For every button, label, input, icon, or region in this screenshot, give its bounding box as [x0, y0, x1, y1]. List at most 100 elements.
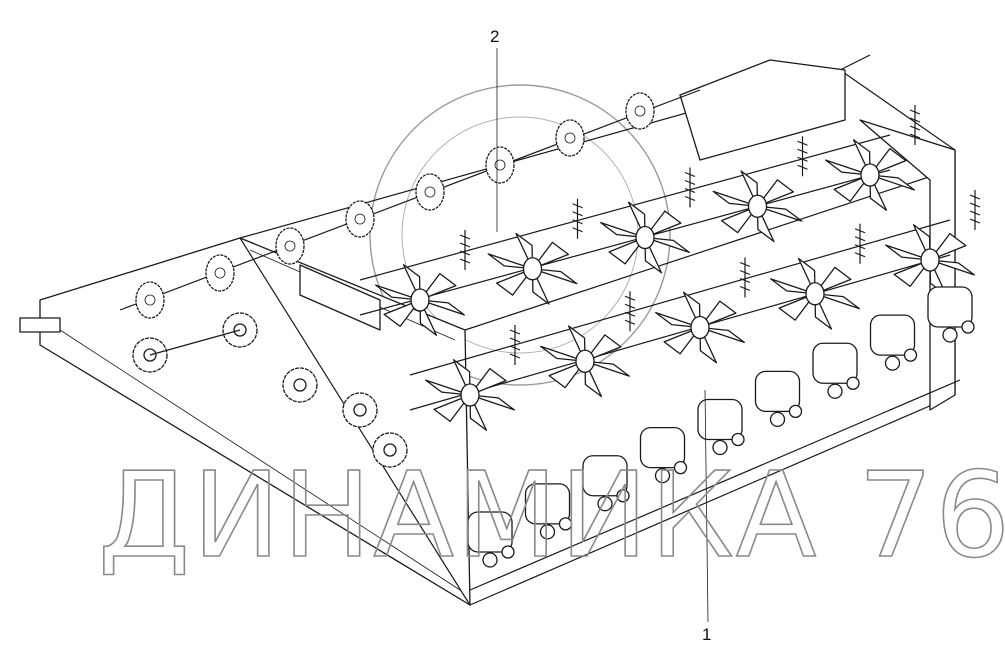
rotor-blade: [712, 190, 759, 207]
rotor-blade: [885, 244, 931, 261]
front-roller: [697, 398, 743, 441]
sprocket: [135, 281, 165, 319]
rotor-blade: [383, 299, 421, 328]
sprocket: [345, 200, 375, 238]
sprocket: [415, 173, 445, 211]
rotor-blade: [720, 205, 759, 234]
rotor-blade: [663, 326, 701, 355]
tension-spring: [969, 190, 981, 230]
rotor-blade: [814, 266, 852, 295]
roller-bolt: [942, 327, 958, 343]
tension-spring: [624, 291, 636, 332]
rotor-hub: [860, 163, 880, 187]
roller-bolt: [558, 517, 573, 531]
sprocket-hub: [293, 378, 307, 392]
sprocket: [205, 254, 235, 292]
rotor-blade: [929, 259, 975, 276]
rotor-blade: [531, 268, 578, 285]
tension-spring: [854, 223, 866, 264]
rotor-blade: [419, 272, 457, 301]
roller-bolt: [769, 411, 786, 428]
rotor-blade: [487, 253, 534, 270]
rotor-blade: [770, 278, 816, 295]
rotor-blade: [893, 259, 931, 288]
rotor-blade: [929, 232, 967, 261]
rotor-blade: [833, 174, 871, 203]
rotor-blade: [644, 210, 682, 239]
rotor-blade: [419, 299, 465, 316]
rotor-hub: [920, 248, 940, 272]
rotor-blade: [655, 311, 701, 329]
sprocket: [555, 119, 585, 157]
roller-bolt: [501, 545, 515, 559]
front-roller: [582, 455, 628, 497]
rotor-blade: [608, 236, 646, 265]
rotor-blade: [778, 293, 816, 321]
rotor-hub: [805, 282, 825, 306]
input-shaft: [19, 317, 61, 333]
rotor-blade: [584, 334, 622, 362]
roller-bolt: [597, 496, 613, 512]
rotor-blade: [469, 367, 507, 396]
rotor-blade: [540, 345, 586, 362]
front-roller: [869, 314, 916, 356]
sprocket-hub: [424, 186, 436, 198]
front-roller: [639, 426, 686, 469]
front-roller: [754, 370, 801, 413]
rotor-hub: [690, 315, 710, 340]
rotor-blade: [644, 236, 690, 254]
rotor-hub: [460, 383, 480, 407]
rotor-blade: [433, 394, 471, 423]
sprocket-hub: [284, 240, 296, 252]
rotor-shaft: [359, 169, 891, 316]
rotor-blade: [869, 174, 915, 191]
tension-spring: [684, 167, 696, 208]
roller-bolt: [712, 439, 728, 456]
roller-bolt: [539, 524, 556, 540]
rotor-blade: [375, 284, 421, 301]
rotor-blade: [869, 147, 907, 176]
roller-bolt: [616, 489, 630, 503]
machine-parts: [19, 89, 981, 591]
roller-bolt: [961, 320, 975, 334]
drive-chain: [149, 329, 241, 356]
front-roller: [812, 342, 858, 384]
rotor-blade: [584, 360, 630, 377]
roller-bolt: [788, 404, 803, 419]
callout-1: 1: [702, 389, 711, 644]
rotor-hub: [747, 194, 768, 218]
sprocket: [625, 92, 655, 130]
sprocket-hub: [354, 213, 366, 225]
tension-spring: [797, 136, 808, 177]
sprocket-hub: [214, 267, 226, 279]
rotor-blade: [425, 379, 471, 396]
front-roller: [467, 511, 513, 553]
rotor-blade: [699, 326, 745, 344]
roller-bolt: [884, 355, 901, 371]
roller-bolt: [827, 383, 843, 399]
svg-text:1: 1: [702, 625, 711, 644]
front-beam: [469, 379, 961, 591]
rotor-blade: [495, 268, 534, 296]
sprocket-hub: [564, 132, 576, 144]
rotor-blade: [469, 394, 515, 411]
sprocket-hub: [144, 294, 156, 306]
tension-spring: [572, 198, 583, 239]
sprocket: [275, 227, 305, 265]
sprocket-hub: [634, 105, 646, 117]
rotor-blade: [814, 293, 860, 310]
tension-spring: [459, 230, 471, 270]
rotor-blade: [756, 205, 803, 222]
roller-bolt: [482, 552, 498, 568]
tension-spring: [509, 325, 521, 365]
rotor-blade: [548, 360, 586, 389]
rotor-blade: [531, 241, 570, 270]
rotor-hub: [522, 257, 543, 281]
front-roller: [927, 286, 973, 328]
roller-bolt: [731, 432, 745, 447]
base-frame: [39, 54, 956, 606]
rotor-blade: [699, 300, 737, 329]
roller-bolt: [654, 467, 671, 484]
